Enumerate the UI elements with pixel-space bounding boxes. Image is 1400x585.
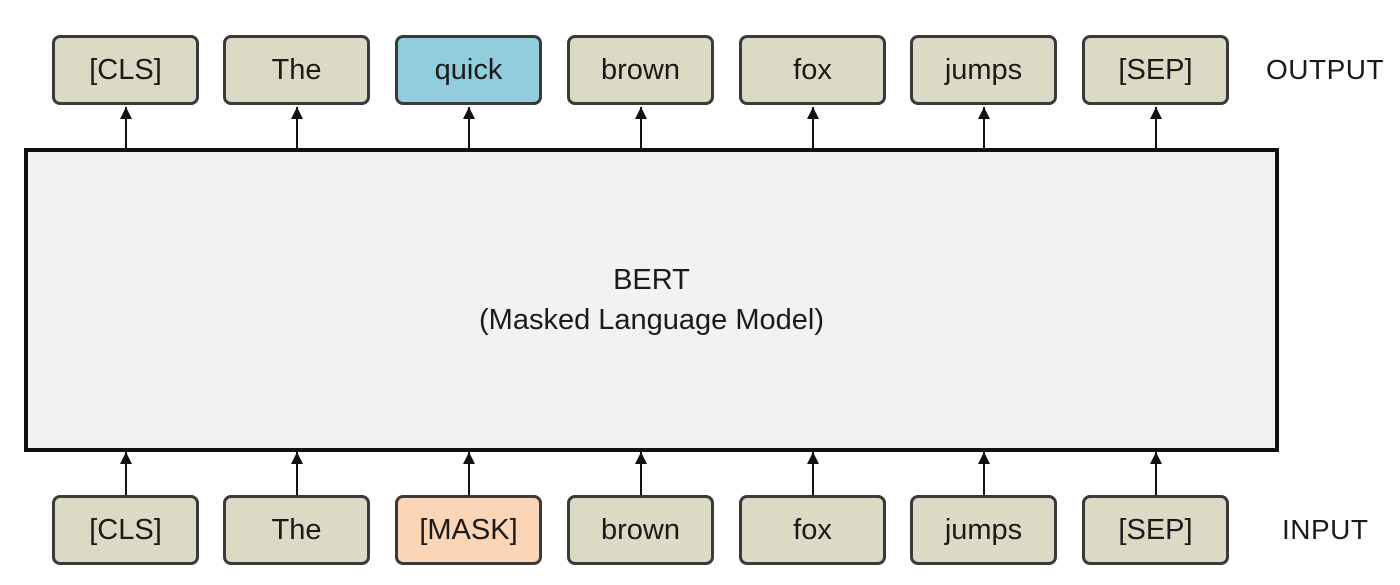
output-token-brown: brown — [567, 35, 714, 105]
input-arrow-2-arrowhead — [463, 452, 475, 464]
input-arrow-6-arrowhead — [1150, 452, 1162, 464]
input-token-brown: brown — [567, 495, 714, 565]
input-token-fox: fox — [739, 495, 886, 565]
input-token-sep: [SEP] — [1082, 495, 1229, 565]
input-token-cls: [CLS] — [52, 495, 199, 565]
input-arrow-1-arrowhead — [291, 452, 303, 464]
input-token-jumps: jumps — [910, 495, 1057, 565]
output-token-fox: fox — [739, 35, 886, 105]
input-token-the: The — [223, 495, 370, 565]
input-arrow-0-arrowhead — [120, 452, 132, 464]
output-row-label: OUTPUT — [1266, 54, 1385, 85]
output-token-cls: [CLS] — [52, 35, 199, 105]
model-title: BERT — [613, 264, 690, 296]
output-token-the: The — [223, 35, 370, 105]
output-token-jumps: jumps — [910, 35, 1057, 105]
bert-model-box: BERT (Masked Language Model) — [24, 148, 1279, 452]
output-arrow-1-arrowhead — [291, 107, 303, 119]
output-arrow-5-arrowhead — [978, 107, 990, 119]
input-arrow-4-arrowhead — [807, 452, 819, 464]
arrow-group — [120, 107, 1162, 495]
output-arrow-3-arrowhead — [635, 107, 647, 119]
output-token-predicted: quick — [395, 35, 542, 105]
output-arrow-0-arrowhead — [120, 107, 132, 119]
input-arrow-3-arrowhead — [635, 452, 647, 464]
output-arrow-6-arrowhead — [1150, 107, 1162, 119]
model-subtitle: (Masked Language Model) — [479, 304, 824, 336]
output-arrow-2-arrowhead — [463, 107, 475, 119]
input-arrow-5-arrowhead — [978, 452, 990, 464]
output-token-sep: [SEP] — [1082, 35, 1229, 105]
input-row-label: INPUT — [1282, 514, 1369, 545]
output-arrow-4-arrowhead — [807, 107, 819, 119]
input-token-mask: [MASK] — [395, 495, 542, 565]
